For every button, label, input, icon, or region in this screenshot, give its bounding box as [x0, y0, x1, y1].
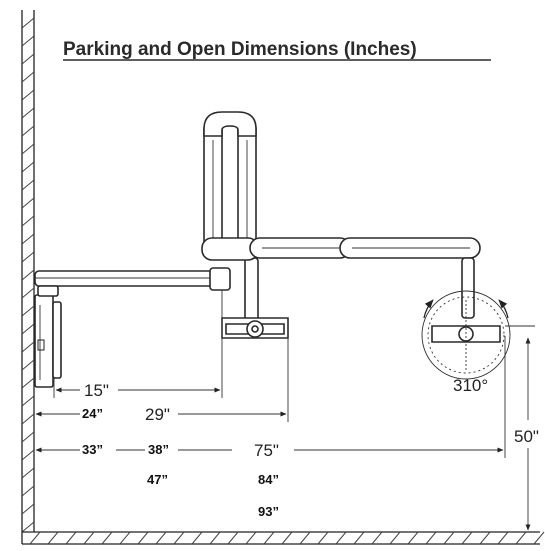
- parked-tube-head: [221, 257, 289, 339]
- floor-hatch-mark: [371, 531, 383, 545]
- wall-hatch-mark: [21, 413, 35, 425]
- wall-hatch-mark: [21, 53, 35, 65]
- floor-hatch-mark: [101, 531, 113, 545]
- floor-hatch-mark: [443, 531, 455, 545]
- dimension-84-label: 84”: [258, 472, 279, 487]
- extended-arm: [249, 237, 481, 319]
- wall-hatch-mark: [21, 107, 35, 119]
- wall-hatch-mark: [21, 305, 35, 317]
- dimension-29: [35, 338, 289, 422]
- floor-hatch-mark: [497, 531, 509, 545]
- wall-hatch-mark: [21, 161, 35, 173]
- wall-hatch-mark: [21, 395, 35, 407]
- floor-hatch-mark: [227, 531, 239, 545]
- wall-hatch-mark: [21, 287, 35, 299]
- wall-hatch-mark: [21, 71, 35, 83]
- floor-hatch-mark: [533, 531, 545, 545]
- floor-hatch-mark: [83, 531, 95, 545]
- wall-hatch-mark: [21, 197, 35, 209]
- wall-hatch-mark: [21, 341, 35, 353]
- wall-hatch-mark: [21, 269, 35, 281]
- wall-hatch-mark: [21, 467, 35, 479]
- floor-hatch-mark: [245, 531, 257, 545]
- wall-hatch-mark: [21, 251, 35, 263]
- dimension-33-label: 33”: [82, 442, 103, 457]
- dimension-15: [53, 290, 223, 398]
- floor-hatch-mark: [389, 531, 401, 545]
- wall-hatch-mark: [21, 323, 35, 335]
- wall-hatch-mark: [21, 35, 35, 47]
- wall-hatch-mark: [21, 377, 35, 389]
- floor-hatch-mark: [65, 531, 77, 545]
- wall-mount: [34, 294, 62, 388]
- floor-hatch-mark: [317, 531, 329, 545]
- floor-hatch-mark: [209, 531, 221, 545]
- floor-hatch-mark: [299, 531, 311, 545]
- wall-hatch-mark: [21, 143, 35, 155]
- open-tube-head: [421, 290, 535, 380]
- wall-hatch-mark: [21, 233, 35, 245]
- wall-hatch-mark: [21, 521, 35, 533]
- rotation-angle-label: 310°: [453, 376, 488, 395]
- floor-hatch-mark: [29, 531, 41, 545]
- wall-hatch-mark: [21, 431, 35, 443]
- floor-hatch-mark: [515, 531, 527, 545]
- floor-hatch-mark: [281, 531, 293, 545]
- wall-hatch-mark: [21, 215, 35, 227]
- dimension-50-label: 50": [514, 427, 539, 446]
- dimension-38-label: 38”: [148, 442, 169, 457]
- dimension-75-label: 75": [254, 441, 279, 460]
- horizontal-arm: [34, 267, 231, 297]
- floor-hatch-mark: [47, 531, 59, 545]
- wall-hatch-mark: [21, 359, 35, 371]
- dimension-75: [35, 336, 506, 458]
- dimension-24-label: 24”: [82, 406, 103, 421]
- wall-hatch-mark: [21, 503, 35, 515]
- wall-hatch-mark: [21, 485, 35, 497]
- floor-hatch-mark: [155, 531, 167, 545]
- floor-hatch-mark: [335, 531, 347, 545]
- dimension-15-label: 15": [84, 381, 109, 400]
- floor-hatch-mark: [407, 531, 419, 545]
- folded-pantograph-arm: [201, 111, 259, 261]
- wall-hatch-mark: [21, 89, 35, 101]
- wall-hatch-mark: [21, 17, 35, 29]
- dimension-47-label: 47”: [147, 472, 168, 487]
- wall-hatch-mark: [21, 179, 35, 191]
- floor-hatch-mark: [137, 531, 149, 545]
- floor-hatch-mark: [119, 531, 131, 545]
- dimension-29-label: 29": [145, 405, 170, 424]
- floor-hatch-mark: [173, 531, 185, 545]
- floor: [22, 531, 545, 545]
- wall-hatch-mark: [21, 449, 35, 461]
- floor-hatch-mark: [191, 531, 203, 545]
- wall: [21, 10, 35, 544]
- floor-hatch-mark: [479, 531, 491, 545]
- floor-hatch-mark: [263, 531, 275, 545]
- dimension-93-label: 93”: [258, 504, 279, 519]
- floor-hatch-mark: [425, 531, 437, 545]
- floor-hatch-mark: [461, 531, 473, 545]
- diagram-title: Parking and Open Dimensions (Inches): [63, 39, 417, 60]
- floor-hatch-mark: [353, 531, 365, 545]
- wall-hatch-mark: [21, 125, 35, 137]
